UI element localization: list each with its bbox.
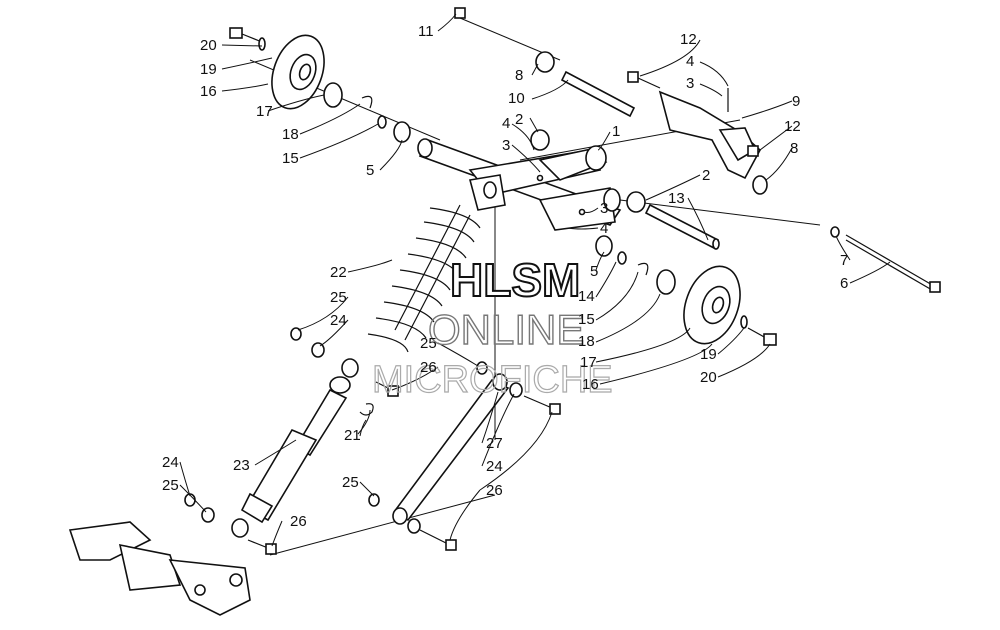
callout-20: 20	[200, 37, 217, 54]
callout-24: 24	[330, 312, 347, 329]
shock-hardware	[184, 327, 399, 555]
shock-absorber	[231, 358, 374, 538]
callout-12: 12	[784, 118, 801, 135]
callout-25: 25	[330, 289, 347, 306]
callout-27: 27	[486, 435, 503, 452]
watermark: HLSM ONLINE MICROFICHE	[371, 253, 613, 402]
callout-25: 25	[162, 477, 179, 494]
callout-1: 1	[612, 123, 620, 140]
callout-14: 14	[578, 288, 595, 305]
nut-11	[454, 7, 466, 19]
callout-9: 9	[792, 93, 800, 110]
callout-21: 21	[344, 427, 361, 444]
callout-3: 3	[502, 137, 510, 154]
callout-5: 5	[590, 263, 598, 280]
callout-12: 12	[680, 31, 697, 48]
bolt-20-lower	[747, 327, 777, 346]
idler-wheel-lower	[595, 235, 777, 346]
callout-17: 17	[256, 103, 273, 120]
callout-8: 8	[790, 140, 798, 157]
callout-19: 19	[200, 61, 217, 78]
callout-24: 24	[486, 458, 503, 475]
callout-10: 10	[508, 90, 525, 107]
callout-3: 3	[686, 75, 694, 92]
callout-4: 4	[502, 115, 510, 132]
callout-labels: 20 19 16 17 18 15 5 11 8 10 2 4 3 1 12 4…	[162, 23, 848, 530]
callout-15: 15	[282, 150, 299, 167]
snap-ring-upper	[361, 95, 373, 109]
callout-24: 24	[162, 454, 179, 471]
callout-3: 3	[600, 200, 608, 217]
callout-7: 7	[840, 252, 848, 269]
callout-6: 6	[840, 275, 848, 292]
callout-15: 15	[578, 311, 595, 328]
shock-spring	[367, 204, 481, 353]
callout-25: 25	[420, 335, 437, 352]
callout-26: 26	[290, 513, 307, 530]
clip-21	[359, 403, 374, 416]
bushing-lower	[626, 191, 646, 213]
callout-8: 8	[515, 67, 523, 84]
callout-26: 26	[486, 482, 503, 499]
watermark-line2: ONLINE	[428, 306, 584, 353]
callout-5: 5	[366, 162, 374, 179]
bearing-upper	[323, 82, 343, 108]
callout-2: 2	[702, 167, 710, 184]
long-bolt	[752, 175, 941, 293]
callout-2: 2	[515, 111, 523, 128]
leader-lines	[179, 13, 891, 547]
bolt-20-upper	[229, 27, 263, 43]
bearing-lower	[656, 269, 676, 295]
upper-shaft	[535, 51, 636, 118]
callout-17: 17	[580, 354, 597, 371]
idler-wheel-upper	[229, 27, 411, 143]
callout-4: 4	[686, 53, 694, 70]
spacer-lower	[595, 235, 613, 257]
callout-13: 13	[668, 190, 685, 207]
watermark-line1: HLSM	[450, 254, 580, 306]
callout-23: 23	[233, 457, 250, 474]
callout-20: 20	[700, 369, 717, 386]
frame-mount	[68, 521, 251, 616]
callout-18: 18	[282, 126, 299, 143]
callout-11: 11	[418, 23, 434, 40]
cross-shaft	[530, 129, 720, 250]
bushing-upper	[530, 129, 550, 151]
callout-25: 25	[342, 474, 359, 491]
callout-26: 26	[420, 359, 437, 376]
spacer-upper	[393, 121, 411, 143]
rear-arm	[417, 138, 622, 231]
callout-16: 16	[200, 83, 217, 100]
callout-16: 16	[582, 376, 599, 393]
callout-18: 18	[578, 333, 595, 350]
watermark-line3: MICROFICHE	[372, 359, 613, 401]
callout-4: 4	[600, 220, 608, 237]
callout-22: 22	[330, 264, 347, 281]
link-rod	[368, 361, 561, 551]
snap-ring-lower	[637, 262, 649, 276]
callout-19: 19	[700, 346, 717, 363]
limiter-bracket	[627, 71, 762, 180]
